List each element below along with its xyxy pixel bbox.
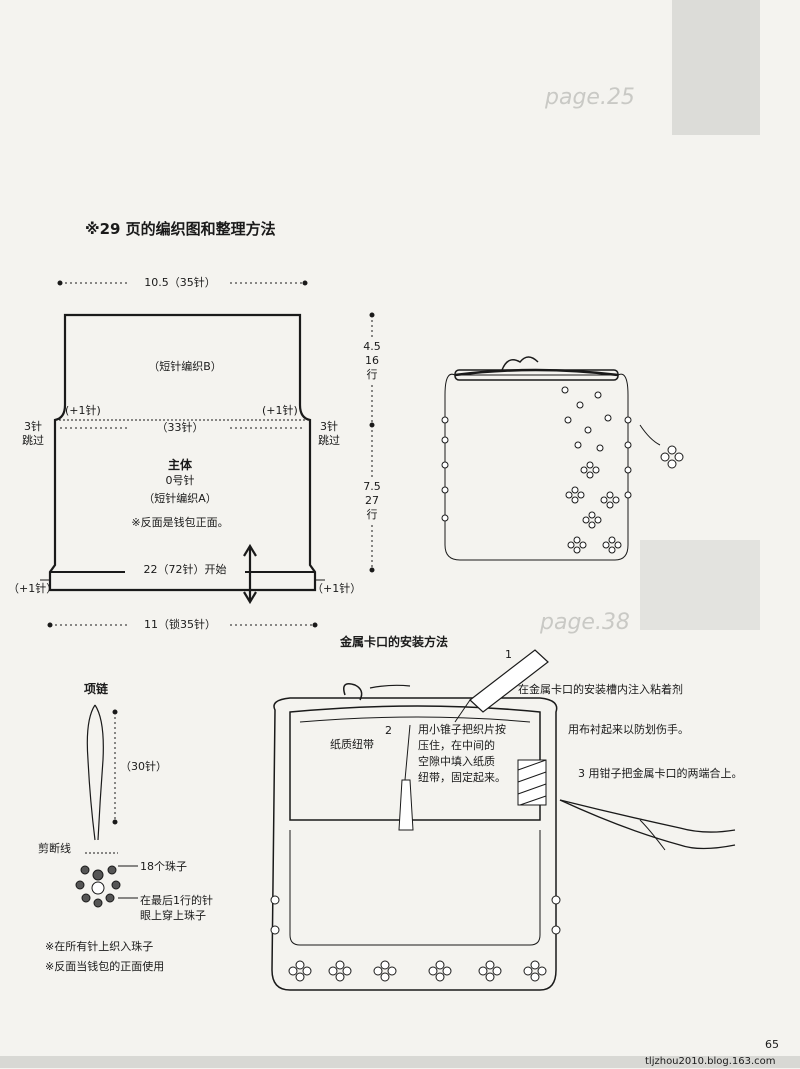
chain-stitch-label: （30针） [120,760,167,774]
clasp-step2-number: 2 [385,724,392,737]
cut-thread-label: 剪断线 [38,842,71,855]
note-reverse-front: ※反面当钱包的正面使用 [45,960,165,973]
bottom-inc-right-label: （+1针） [312,582,362,595]
note-beads-all: ※在所有针上织入珠子 [45,940,154,953]
reverse-note: ※反面是钱包正面。 [131,516,229,529]
clasp-step3-text: 3 用钳子把金属卡口的两端合上。 [578,767,743,780]
skip-right-label: 3针 跳过 [318,420,340,447]
watermark: tljzhou2010.blog.163.com [645,1056,776,1067]
bleed-page-label-38: page.38 [540,610,630,635]
top-width-label: 10.5（35针） [130,276,230,290]
page-title: ※29 页的编织图和整理方法 [85,220,276,238]
necklace-title: 项链 [84,682,109,696]
last-row-label: 在最后1行的针 眼上穿上珠子 [140,894,213,922]
height-top-label: 4.5 16 行 [360,340,384,382]
bleed-photo-block-top [672,0,760,135]
clasp-step1-text: 在金属卡口的安装槽内注入粘着剂 [518,683,683,696]
bottom-width-label: 11（锁35针） [130,618,230,632]
bleed-photo-block-mid [640,540,760,630]
cloth-note: 用布衬起来以防划伤手。 [568,723,689,736]
short-stitch-a-label: （短针编织A） [143,492,217,505]
footer-bar [0,1056,800,1068]
paper-cord-label: 纸质纽带 [330,738,374,751]
bleed-page-label-25: page.25 [545,85,635,110]
page-number: 65 [765,1038,779,1051]
bottom-inc-left-label: （+1针） [8,582,58,595]
start-label: 22（72针）开始 [125,563,245,577]
body-title: 主体 [167,458,192,472]
bead-count-label: 18个珠子 [140,860,187,873]
short-stitch-b-label: （短针编织B） [148,360,222,373]
height-bottom-label: 7.5 27 行 [360,480,384,522]
clasp-step1-number: 1 [505,648,512,661]
inc-right-label: (+1针) [262,404,298,417]
mid-33-label: （33针） [130,421,230,435]
inc-left-label: (+1针) [65,404,101,417]
needle-label: 0号针 [165,474,195,487]
skip-left-label: 3针 跳过 [22,420,44,447]
clasp-step2-text: 用小锥子把织片按 压住，在中间的 空隙中填入纸质 纽带，固定起来。 [418,723,506,784]
clasp-section-title: 金属卡口的安装方法 [340,635,449,649]
